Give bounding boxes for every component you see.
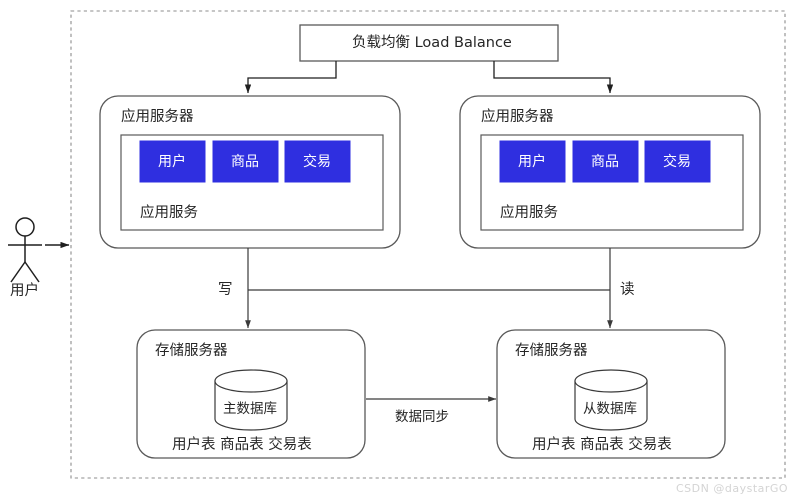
app-service-label-left: 应用服务 — [140, 205, 198, 221]
database-label-left: 主数据库 — [223, 401, 277, 417]
actor-label: 用户 — [10, 283, 39, 299]
app-server-title-right: 应用服务器 — [481, 109, 554, 125]
database-cylinder-icon-left — [214, 369, 288, 431]
module-box-right-0[interactable] — [499, 140, 566, 183]
module-label-left-2: 交易 — [303, 154, 331, 170]
storage-server-title-right: 存储服务器 — [515, 343, 588, 359]
module-label-right-1: 商品 — [591, 154, 619, 170]
module-box-left-1[interactable] — [212, 140, 279, 183]
tables-label-left: 用户表 商品表 交易表 — [172, 437, 312, 453]
app-server-title-left: 应用服务器 — [121, 109, 194, 125]
read-edge-label: 读 — [620, 282, 635, 298]
database-cylinder-icon-right — [574, 369, 648, 431]
lb-to-app-server-left-connector — [244, 61, 337, 94]
module-box-right-2[interactable] — [644, 140, 711, 183]
module-label-right-2: 交易 — [663, 154, 691, 170]
app-service-label-right: 应用服务 — [500, 205, 558, 221]
module-box-left-2[interactable] — [284, 140, 351, 183]
watermark-label: CSDN @daystarGO — [676, 482, 789, 495]
write-edge-label: 写 — [218, 282, 233, 298]
data-sync-label: 数据同步 — [395, 409, 449, 425]
load-balancer-box[interactable] — [299, 24, 559, 62]
load-balancer-label: 负载均衡 Load Balance — [352, 35, 512, 51]
system-boundary — [70, 10, 786, 479]
database-label-right: 从数据库 — [583, 401, 637, 417]
module-box-right-1[interactable] — [572, 140, 639, 183]
module-label-right-0: 用户 — [518, 154, 546, 170]
actor-stick-figure-icon — [8, 217, 42, 283]
module-box-left-0[interactable] — [139, 140, 206, 183]
lb-to-app-server-right-connector — [493, 61, 614, 94]
module-label-left-1: 商品 — [231, 154, 259, 170]
tables-label-right: 用户表 商品表 交易表 — [532, 437, 672, 453]
module-label-left-0: 用户 — [158, 154, 186, 170]
storage-server-title-left: 存储服务器 — [155, 343, 228, 359]
